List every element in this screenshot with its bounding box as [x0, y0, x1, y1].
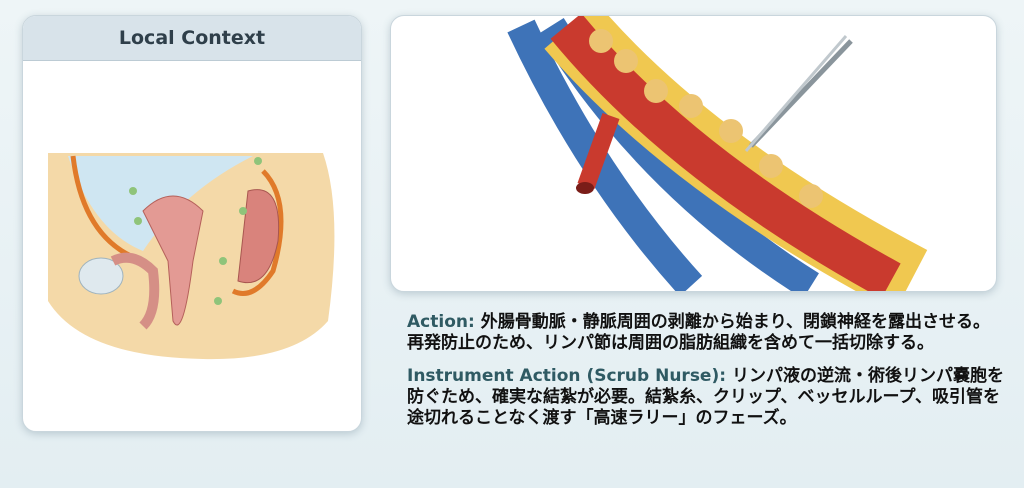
description-text: Action: 外腸骨動脈・静脈周囲の剥離から始まり、閉鎖神経を露出させる。再発… — [407, 312, 1007, 441]
instrument-label: Instrument Action (Scrub Nurse): — [407, 366, 727, 386]
surgical-detail-panel — [390, 15, 997, 292]
vessel-dissection-illustration — [507, 16, 928, 291]
pelvic-anatomy-illustration — [48, 153, 335, 360]
panel-title: Local Context — [23, 16, 361, 61]
instrument-paragraph: Instrument Action (Scrub Nurse): リンパ液の逆流… — [407, 366, 1007, 429]
action-paragraph: Action: 外腸骨動脈・静脈周囲の剥離から始まり、閉鎖神経を露出させる。再発… — [407, 312, 1007, 354]
action-label: Action: — [407, 312, 475, 332]
local-context-panel: Local Context — [22, 15, 362, 432]
action-body: 外腸骨動脈・静脈周囲の剥離から始まり、閉鎖神経を露出させる。再発防止のため、リン… — [407, 312, 991, 353]
instrument-body: リンパ液の逆流・術後リンパ嚢胞を防ぐため、確実な結紮が必要。結紮糸、クリップ、ベ… — [407, 366, 1004, 428]
